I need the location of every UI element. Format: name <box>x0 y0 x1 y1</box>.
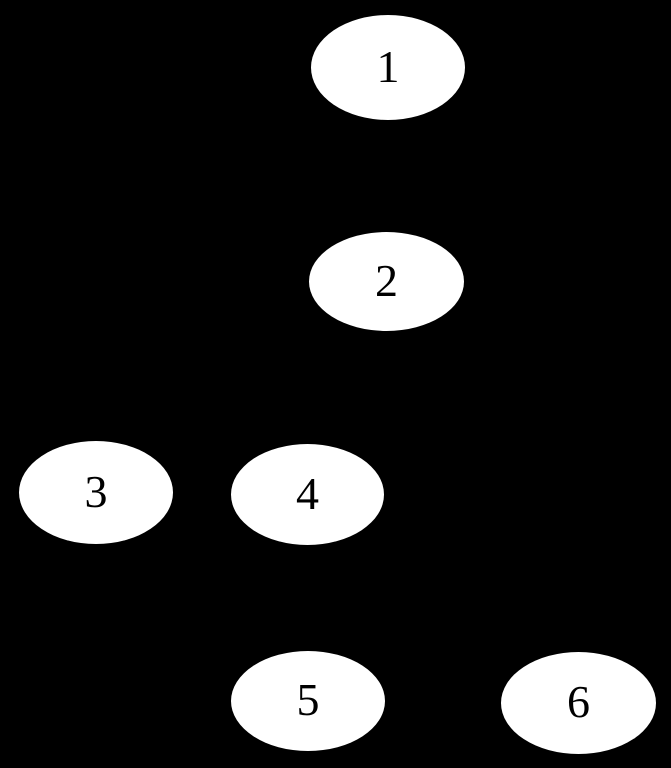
node-label: 1 <box>376 40 400 92</box>
node-label: 2 <box>375 254 398 306</box>
graph-node-6: 6 <box>501 652 656 754</box>
graph-node-5: 5 <box>231 651 385 751</box>
node-label: 5 <box>296 674 320 725</box>
node-label: 6 <box>567 676 590 727</box>
graph-node-3: 3 <box>19 441 173 544</box>
node-label: 4 <box>296 467 319 519</box>
node-label: 3 <box>84 465 108 517</box>
graph-node-2: 2 <box>309 232 464 331</box>
graph-node-1: 1 <box>311 15 465 120</box>
graph-node-4: 4 <box>231 444 384 545</box>
